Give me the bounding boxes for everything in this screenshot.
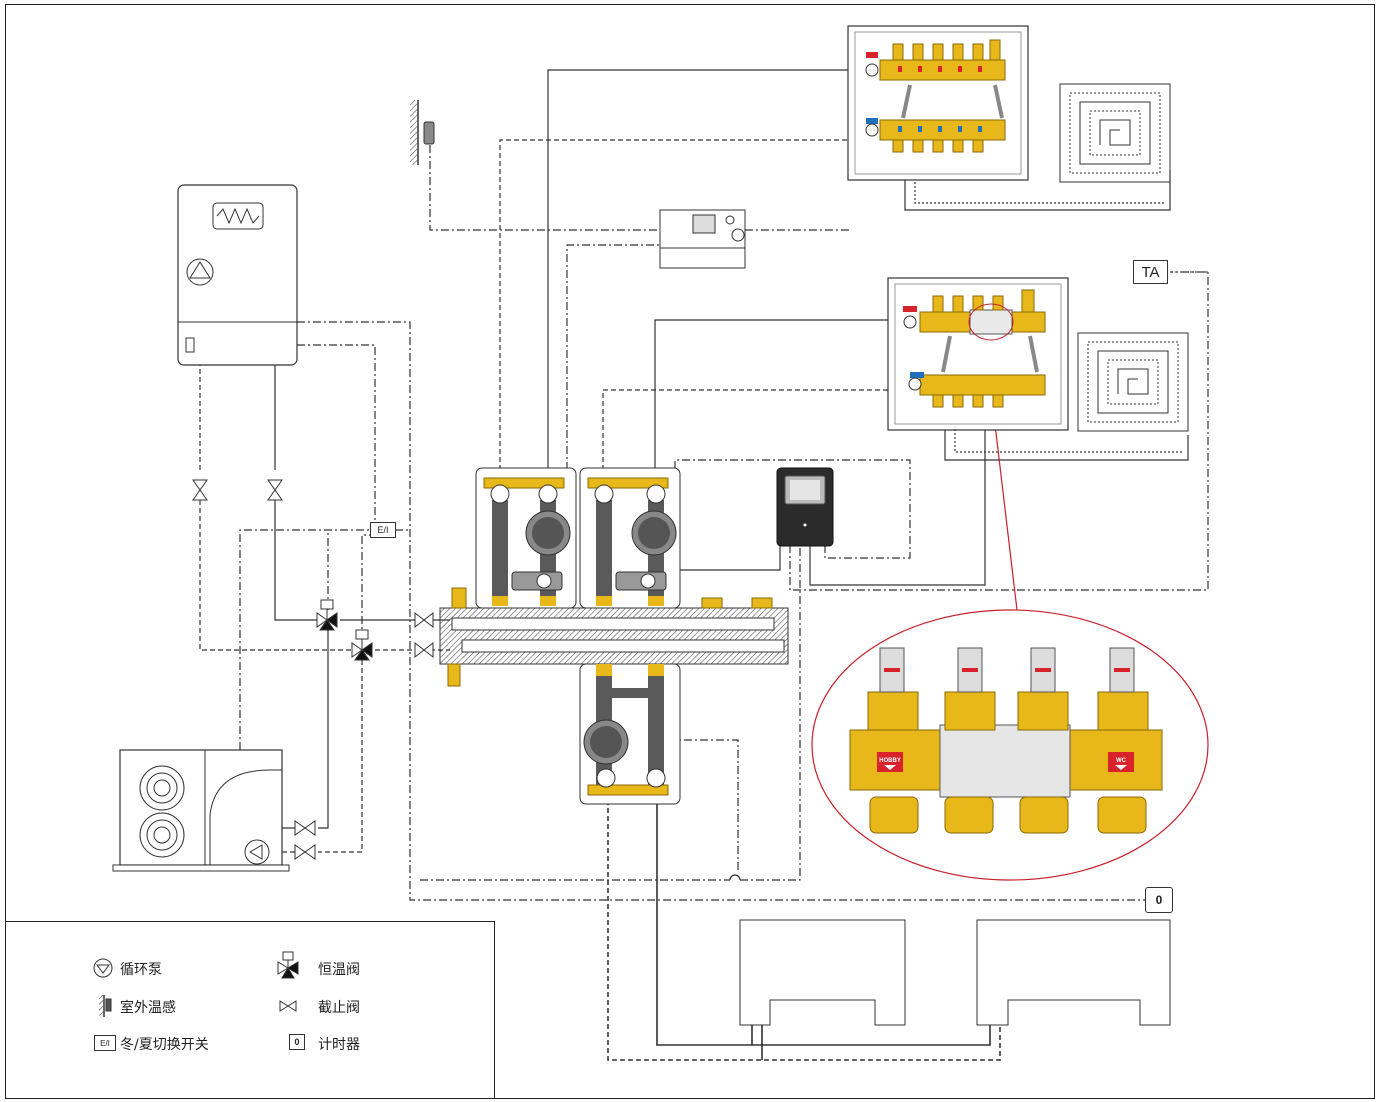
manifold-detail-zoom: HOBBY WC [811,609,1209,881]
legend-symbols [93,951,299,1017]
outdoor-return [318,660,363,853]
room-controller [659,209,746,269]
legend-text: 计时器 [318,1037,360,1053]
pump-group-1 [475,467,577,609]
switch-icon: E/I [94,1035,116,1051]
hp-return-lower [199,500,355,651]
pump-group-2 [579,467,681,609]
wc-label: WC [1116,758,1127,764]
indoor-unit [177,184,298,366]
hobby-label: HOBBY [879,758,901,764]
ctrl-wire-3 [674,459,911,559]
diagram-frame [5,4,1375,1099]
return-line-mid [602,389,900,470]
timer-icon: 0 [289,1034,305,1050]
pipe-lines [199,69,1209,1061]
legend-text: 恒温阀 [318,962,360,978]
legend-item-thermostatic-valve: 恒温阀 [318,959,360,979]
bottom-control [420,545,801,881]
outdoor-supply [318,630,329,829]
timer: 0 [1145,887,1173,913]
thermostatic-valves [316,599,373,661]
outdoor-sensor-icon [410,100,435,165]
uf-loop-1b [914,170,1165,204]
ei-wire-1 [239,529,370,750]
uf-loop-2a [944,425,1189,461]
legend [5,921,495,1099]
legend-item-switch: 冬/夏切换开关 [120,1034,209,1054]
stop-valve-icon [279,1000,297,1012]
underfloor-manifold-1 [847,25,1029,181]
uf-loop-2b [954,425,1183,453]
legend-text: 循环泵 [120,962,162,978]
stop-valve-icon [192,479,208,491]
radiator-supply [656,800,991,1046]
sensor-wire-2 [809,420,986,586]
ctrl-wire-4 [668,545,781,571]
floor-loop-2 [1077,332,1189,432]
supply-line-mid [654,319,900,470]
main-controller [776,467,834,547]
legend-text: 冬/夏切换开关 [120,1037,209,1053]
pump-icon [93,958,113,978]
return-line-top [499,139,855,470]
winter-summer-switch: E/I [370,522,396,538]
radiators [739,919,1171,1026]
legend-text: 截止阀 [318,1000,360,1016]
hp-supply-lower [274,500,320,621]
thermostatic-valve-icon [277,951,299,979]
pump-group-3 [579,663,681,805]
stop-valve-icon [267,479,283,491]
stop-valve-icon [294,820,306,836]
stop-valve-icon [414,641,425,659]
underfloor-manifold-2 [887,277,1069,431]
floor-loop-1 [1059,83,1171,183]
outdoor-sensor-icon [99,995,112,1017]
crossover [729,874,741,881]
ta-label: TA [1133,260,1168,284]
sensor-line [429,145,660,231]
hydraulic-header [439,587,789,687]
hp-return [199,214,213,470]
pump-icon [244,839,270,865]
legend-item-pump: 循环泵 [120,959,162,979]
outdoor-heat-pump-unit [112,749,290,872]
legend-item-timer: 计时器 [318,1034,360,1054]
ei-wire-3 [361,534,370,640]
stop-valve-icon [294,844,306,860]
boiler-control-line [297,321,1145,901]
legend-text: 室外温感 [120,1000,176,1016]
legend-item-stop-valve: 截止阀 [318,997,360,1017]
control-line-1 [566,244,660,470]
legend-item-outdoor-sensor: 室外温感 [120,997,176,1017]
radiator-taps [751,1025,763,1060]
stop-valves [192,479,434,860]
radiator-return [607,800,1001,1061]
boiler-control-line-2 [297,344,376,520]
supply-line-top [547,69,855,470]
pump-ctrl [668,739,739,870]
stop-valve-icon [414,611,425,629]
uf-loop-1a [904,170,1171,211]
